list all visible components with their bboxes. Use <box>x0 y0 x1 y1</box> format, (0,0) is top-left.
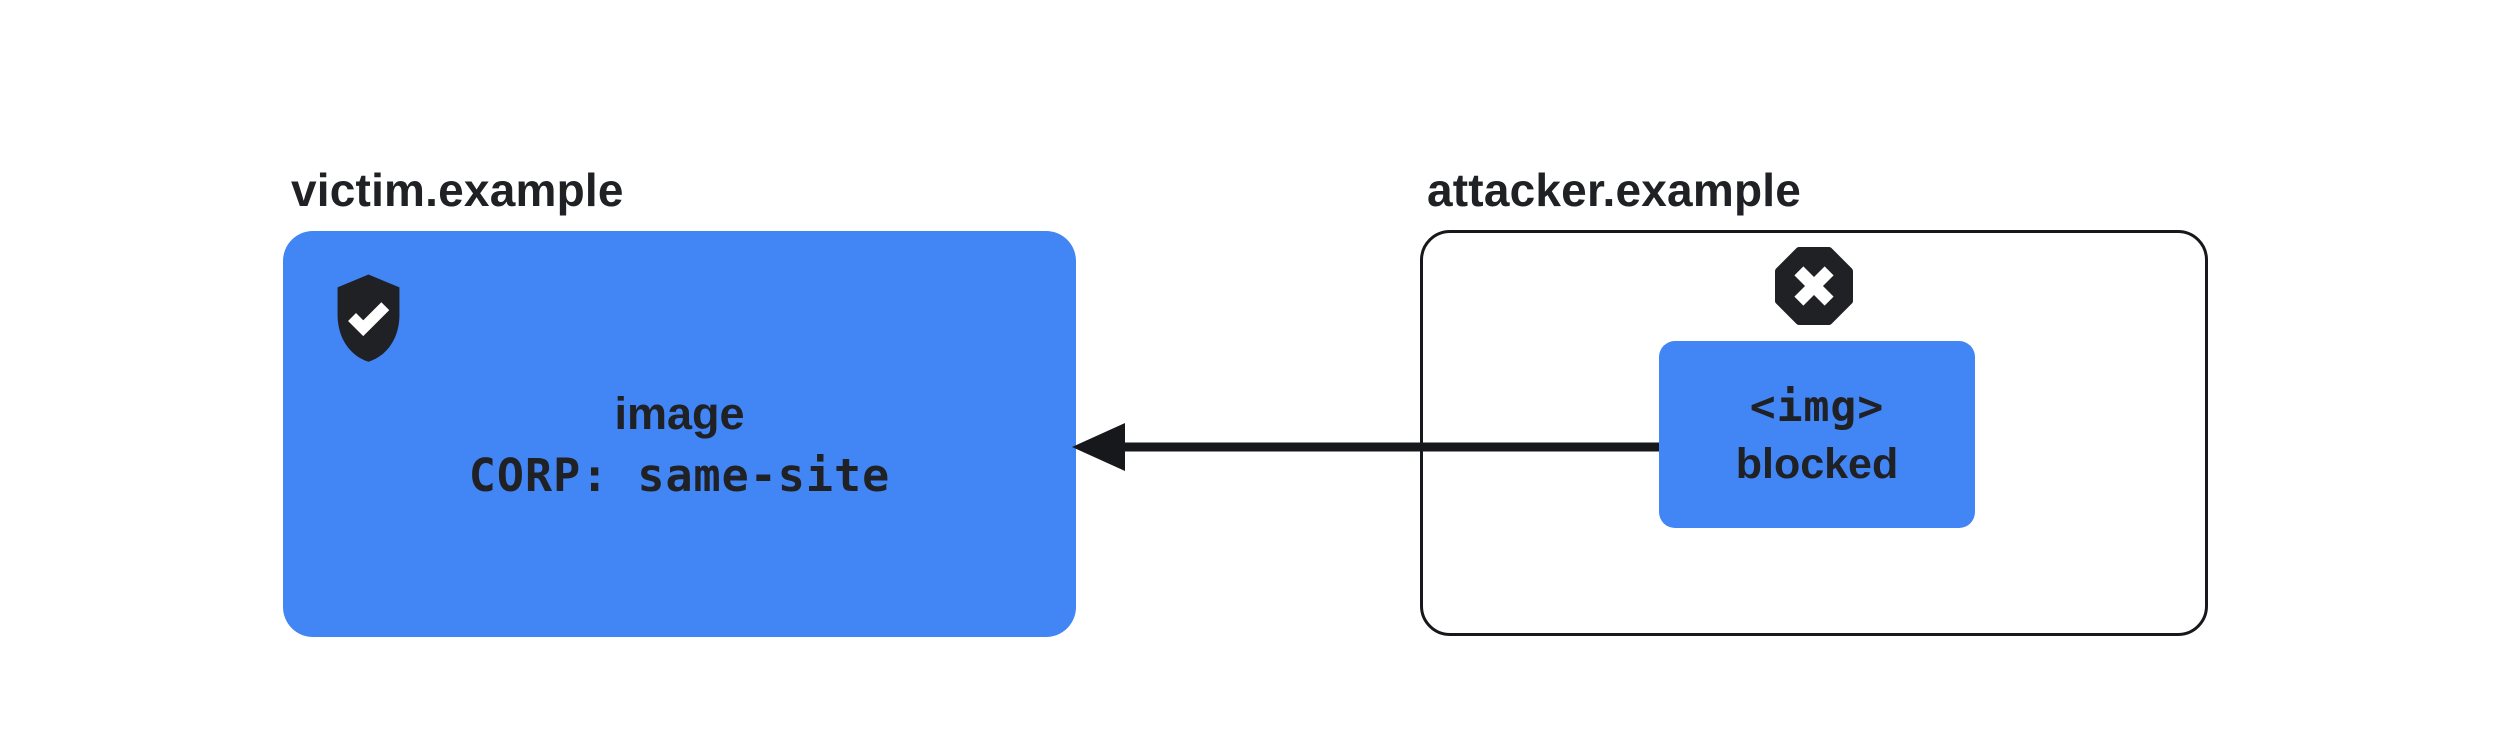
victim-corp-header: CORP: same-site <box>468 449 891 502</box>
victim-site-box: image CORP: same-site <box>283 231 1076 637</box>
arrow-head <box>1072 423 1125 471</box>
blocked-label: blocked <box>1735 440 1899 488</box>
victim-resource-label: image <box>614 388 745 439</box>
attacker-site-box: <img> blocked <box>1420 230 2208 636</box>
attacker-domain-label: attacker.example <box>1427 164 1802 216</box>
img-request-box: <img> blocked <box>1659 341 1975 528</box>
victim-box-text: image CORP: same-site <box>283 383 1076 507</box>
img-tag-label: <img> <box>1749 382 1885 432</box>
request-arrow <box>1072 423 1659 471</box>
shield-check-icon <box>337 274 400 362</box>
blocked-x-icon <box>1775 247 1853 325</box>
arrow-shaft <box>1122 442 1659 452</box>
victim-domain-label: victim.example <box>291 164 624 216</box>
